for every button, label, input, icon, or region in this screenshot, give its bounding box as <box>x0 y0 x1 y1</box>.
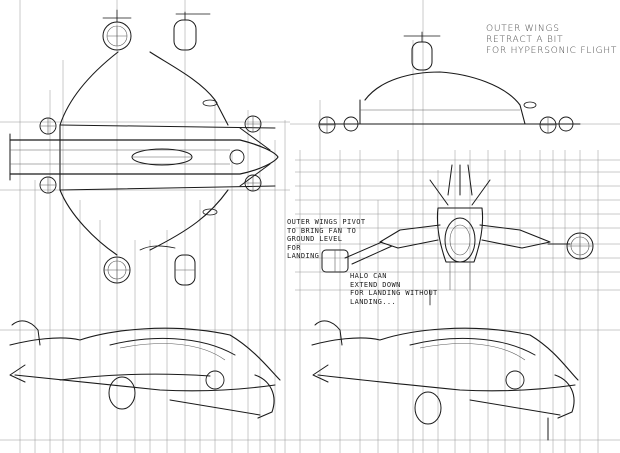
plan-view-retracted-sketch <box>318 31 581 134</box>
side-view-landing-sketch <box>311 320 579 441</box>
annotation-outer-wings-pivot: OUTER WINGS PIVOT TO BRING FAN TO GROUND… <box>287 218 366 260</box>
fan-icon <box>566 232 594 260</box>
plan-view-sketch <box>9 9 279 286</box>
annotation-halo-extend: HALO CAN EXTEND DOWN FOR LANDING WITHOUT… <box>350 272 438 306</box>
front-view-sketch <box>321 164 594 306</box>
nacelle-icon <box>403 31 441 71</box>
fan-icon <box>102 9 132 51</box>
side-view-sketch <box>9 320 281 419</box>
annotation-outer-wings-retract: OUTER WINGS RETRACT A BIT FOR HYPERSONIC… <box>486 24 618 56</box>
nacelle-icon <box>139 245 196 286</box>
nacelle-icon <box>173 11 211 51</box>
fan-icon <box>103 256 131 284</box>
